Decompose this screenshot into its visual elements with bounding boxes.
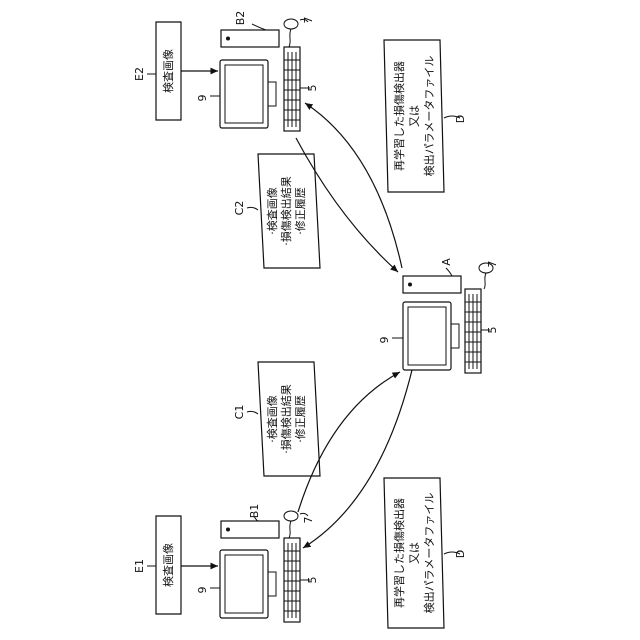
note-d-top: 再学習した損傷検出器 又は 検出パラメータファイル D <box>384 40 467 192</box>
terminal-b1: B1 7 5 9 <box>196 504 319 622</box>
download-line-2-bottom: 又は <box>408 542 421 564</box>
upload-line-2-c1: ·損傷検出結果 <box>279 384 293 454</box>
download-line-3-top: 検出パラメータファイル <box>422 56 436 177</box>
upload-line-2-c2: ·損傷検出結果 <box>279 176 293 246</box>
ref-display-a: 9 <box>378 337 391 344</box>
note-e1: 検査画像 E1 <box>133 516 218 614</box>
note-c1: ·検査画像 ·損傷検出結果 ·修正履歴 C1 <box>233 362 320 476</box>
label-a: A <box>440 258 453 266</box>
mouse-b1 <box>284 511 298 521</box>
label-e1: E1 <box>133 559 146 573</box>
monitor-b1 <box>220 550 268 618</box>
upload-line-1-c1: ·検査画像 <box>265 395 279 443</box>
upload-line-3-c2: ·修正履歴 <box>293 187 307 235</box>
upload-line-1-c2: ·検査画像 <box>265 187 279 235</box>
monitor-stand-b2 <box>268 82 276 106</box>
label-e2: E2 <box>133 67 146 81</box>
ref-display-b1: 9 <box>196 587 209 594</box>
monitor-b2 <box>220 60 268 128</box>
label-d-bottom: D <box>454 550 467 558</box>
ref-mouse-b1: 7 <box>302 517 315 524</box>
inspection-image-label-e2: 検査画像 <box>161 49 175 93</box>
note-c2: ·検査画像 ·損傷検出結果 ·修正履歴 C2 <box>233 154 320 268</box>
ref-mouse-a: 7 <box>486 261 499 268</box>
download-line-3-bottom: 検出パラメータファイル <box>422 493 436 614</box>
download-line-2-top: 又は <box>408 105 421 127</box>
monitor-a <box>403 302 451 370</box>
ref-display-b2: 9 <box>196 95 209 102</box>
download-line-1-top: 再学習した損傷検出器 <box>392 61 406 171</box>
inspection-image-label-e1: 検査画像 <box>161 543 175 587</box>
note-d-bottom: 再学習した損傷検出器 又は 検出パラメータファイル D <box>384 478 467 628</box>
monitor-stand-a <box>451 324 459 348</box>
monitor-stand-b1 <box>268 572 276 596</box>
label-c1: C1 <box>233 405 246 420</box>
note-e2: 検査画像 E2 <box>133 22 218 120</box>
download-line-1-bottom: 再学習した損傷検出器 <box>392 498 406 608</box>
label-b2: B2 <box>234 11 247 26</box>
label-c2: C2 <box>233 201 246 216</box>
upload-line-3-c1: ·修正履歴 <box>293 395 307 443</box>
mouse-b2 <box>284 19 298 29</box>
server-a: A 7 5 9 <box>378 258 499 373</box>
ref-mouse-b2: 7 <box>302 17 315 24</box>
